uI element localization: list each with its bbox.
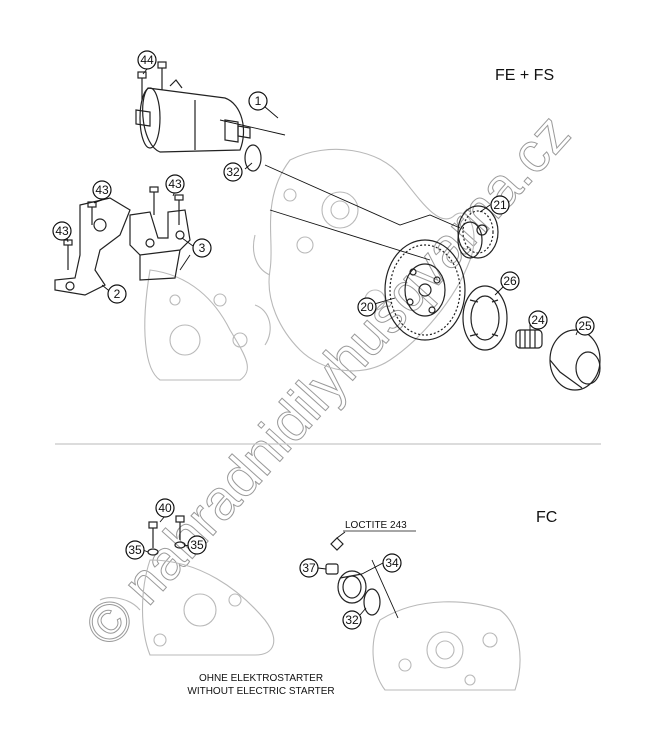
svg-text:25: 25 (578, 319, 592, 333)
bolt-43-left (63, 201, 97, 270)
svg-text:43: 43 (168, 177, 182, 191)
bolt-44-pair (137, 61, 167, 100)
bracket-3 (129, 209, 191, 281)
svg-text:26: 26 (503, 274, 517, 288)
callout-34: 34 (382, 553, 402, 573)
svg-text:44: 44 (140, 53, 154, 67)
callout-40: 40 (155, 498, 175, 518)
svg-text:43: 43 (95, 183, 109, 197)
crankcase-outline-left (144, 269, 271, 381)
bracket-2 (54, 197, 131, 296)
svg-text:32: 32 (345, 613, 359, 627)
note-line-1: OHNE ELEKTROSTARTER (199, 673, 323, 684)
svg-text:35: 35 (190, 538, 204, 552)
callout-24: 24 (528, 310, 548, 330)
freewheel-25 (549, 329, 601, 391)
plug-37 (325, 537, 344, 575)
callout-32-bottom: 32 (342, 610, 362, 630)
cover-34 (337, 570, 367, 604)
callout-43-b: 43 (165, 174, 185, 194)
svg-text:1: 1 (255, 94, 262, 108)
callout-20: 20 (357, 297, 377, 317)
bolt-43-right (149, 186, 184, 225)
o-ring-32-top (244, 144, 262, 172)
callout-32-top: 32 (223, 162, 243, 182)
callout-43-a: 43 (92, 180, 112, 200)
section-top-label: FE + FS (495, 67, 554, 84)
loctite-label: LOCTITE 243 (345, 520, 407, 531)
callout-1: 1 (248, 91, 268, 111)
section-bottom-label: FC (536, 509, 557, 526)
svg-text:24: 24 (531, 313, 545, 327)
needle-bearing-24 (515, 329, 543, 349)
starter-motor (135, 79, 251, 153)
callout-37: 37 (299, 558, 319, 578)
callout-43-c: 43 (52, 221, 72, 241)
gear-21 (457, 205, 499, 259)
svg-text:34: 34 (385, 556, 399, 570)
gear-20 (384, 239, 466, 341)
freewheel-ring-26 (462, 285, 508, 351)
watermark: © nahradnidilyhusqvarna.cz (72, 102, 582, 658)
callout-35-a: 35 (125, 540, 145, 560)
note-line-2: WITHOUT ELECTRIC STARTER (187, 686, 334, 697)
callout-21: 21 (490, 195, 510, 215)
callout-26: 26 (500, 271, 520, 291)
svg-text:20: 20 (360, 300, 374, 314)
o-ring-32-bottom (363, 588, 381, 616)
svg-text:43: 43 (55, 224, 69, 238)
svg-text:35: 35 (128, 543, 142, 557)
svg-text:3: 3 (199, 241, 206, 255)
crankcase-outline-bottom-right (372, 601, 521, 691)
callout-35-b: 35 (187, 535, 207, 555)
callout-44: 44 (137, 50, 157, 70)
svg-text:32: 32 (226, 165, 240, 179)
callout-3: 3 (192, 238, 212, 258)
svg-text:2: 2 (114, 287, 121, 301)
crankcase-outline-bottom-left (99, 559, 275, 656)
svg-text:37: 37 (302, 561, 316, 575)
callout-2: 2 (107, 284, 127, 304)
svg-text:40: 40 (158, 501, 172, 515)
svg-text:21: 21 (493, 198, 507, 212)
callout-25: 25 (575, 316, 595, 336)
